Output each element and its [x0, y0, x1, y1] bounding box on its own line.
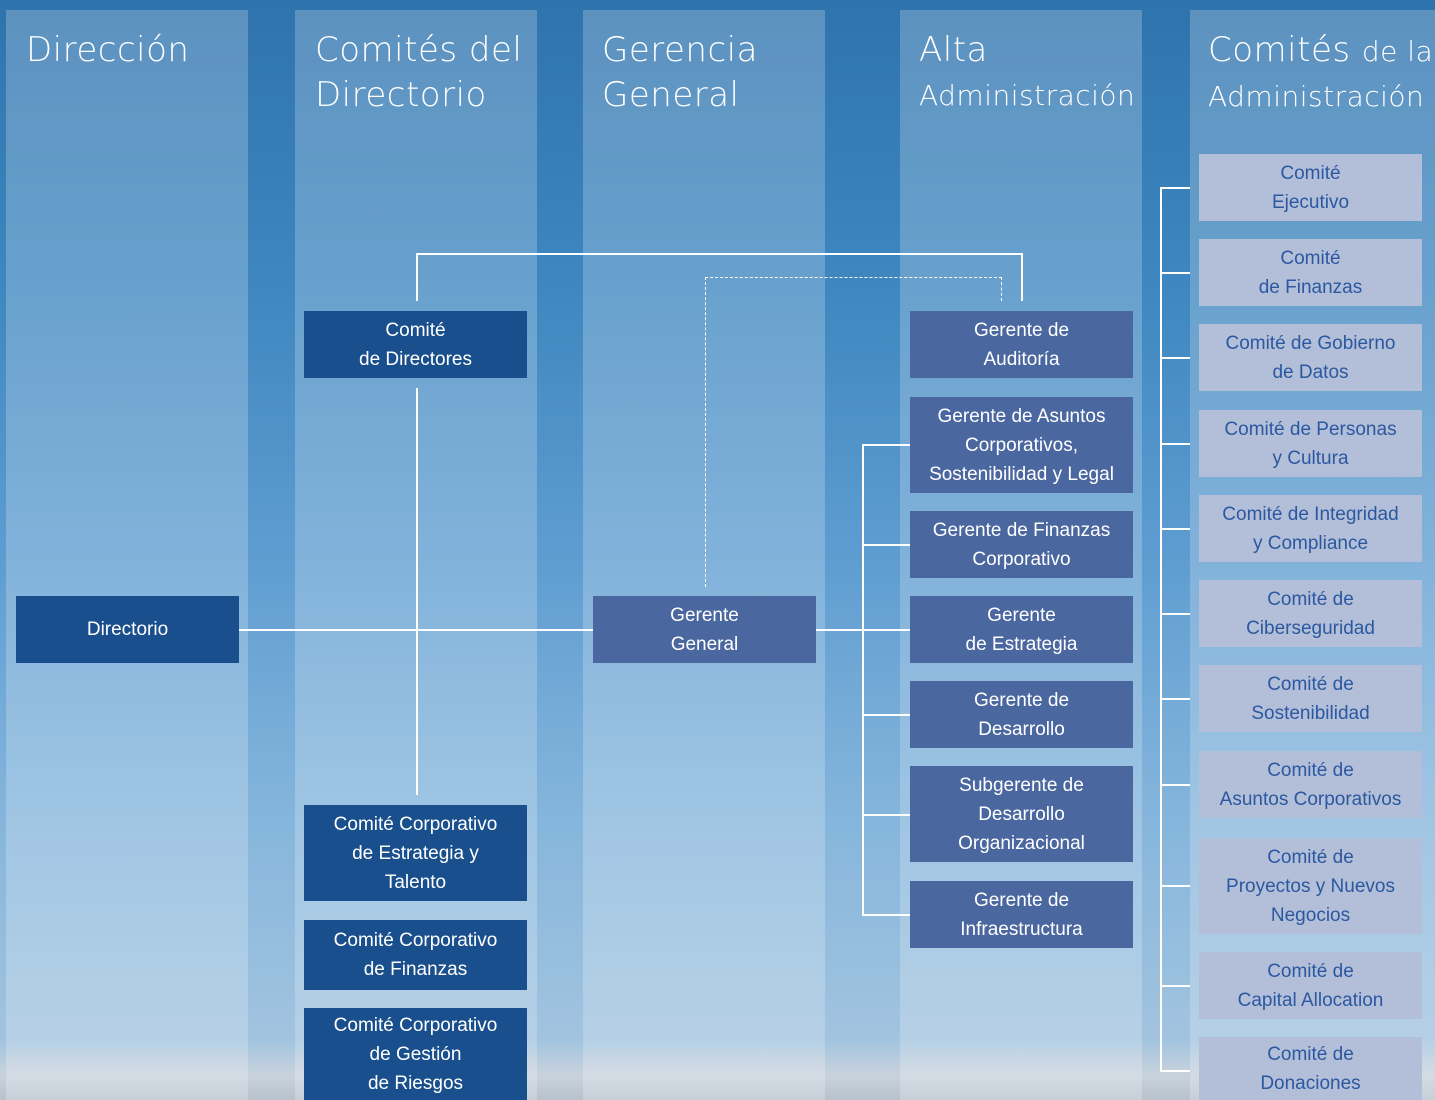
box-comite-asuntos-corporativos: Comité de Asuntos Corporativos: [1199, 751, 1422, 818]
connector-adm-branch: [1160, 187, 1190, 189]
connector-alta-branch: [862, 444, 910, 446]
connector-adm-branch: [1160, 443, 1190, 445]
column-title-gerencia-general: Gerencia General: [602, 28, 758, 118]
box-comite-donaciones: Comité de Donaciones: [1199, 1037, 1422, 1100]
connector-adm-branch: [1160, 272, 1190, 274]
column-direccion: [6, 10, 248, 1100]
column-title-comites-directorio: Comités del Directorio: [315, 28, 522, 118]
connector-top-right: [1021, 253, 1023, 301]
box-comite-finanzas: Comité de Finanzas: [1199, 239, 1422, 306]
box-comite-capital-allocation: Comité de Capital Allocation: [1199, 952, 1422, 1019]
box-gerente-desarrollo: Gerente de Desarrollo: [910, 681, 1133, 748]
connector-alta-branch: [862, 544, 910, 546]
column-title-line: Administración: [1208, 80, 1425, 113]
connector-top-left: [416, 253, 418, 301]
column-title-line: Dirección: [26, 30, 190, 70]
connector-adm-branch: [1160, 357, 1190, 359]
connector-alta-branch: [862, 814, 910, 816]
column-title-line: Comités del: [315, 30, 523, 70]
box-gerente-asuntos-corporativos: Gerente de Asuntos Corporativos, Sosteni…: [910, 397, 1133, 493]
connector-adm-branch: [1160, 613, 1190, 615]
column-title-line: Comités: [1208, 30, 1351, 70]
box-gerente-general: Gerente General: [593, 596, 816, 663]
connector-adm-branch: [1160, 784, 1190, 786]
box-comite-ejecutivo: Comité Ejecutivo: [1199, 154, 1422, 221]
column-title-line: Administración: [919, 79, 1136, 112]
box-gerente-auditoria: Gerente de Auditoría: [910, 311, 1133, 378]
box-comite-integridad-compliance: Comité de Integridad y Compliance: [1199, 495, 1422, 562]
box-gerente-estrategia: Gerente de Estrategia: [910, 596, 1133, 663]
box-subgerente-desarrollo-organizacional: Subgerente de Desarrollo Organizacional: [910, 766, 1133, 862]
column-title-line: Gerencia: [602, 30, 758, 70]
connector-alta-bus: [862, 444, 864, 914]
connector-adm-branch: [1160, 885, 1190, 887]
connector-adm-branch: [1160, 698, 1190, 700]
dashed-connector-horizontal: [705, 277, 1002, 278]
column-title-alta-administracion: Alta Administración: [919, 28, 1135, 118]
connector-comites-vertical: [416, 388, 418, 795]
connector-top: [416, 253, 1022, 255]
box-comite-sostenibilidad: Comité de Sostenibilidad: [1199, 665, 1422, 732]
box-comite-gestion-riesgos: Comité Corporativo de Gestión de Riesgos: [304, 1008, 527, 1100]
box-comite-corporativo-finanzas: Comité Corporativo de Finanzas: [304, 920, 527, 990]
dashed-connector-vertical-right: [1001, 277, 1002, 301]
box-comite-ciberseguridad: Comité de Ciberseguridad: [1199, 580, 1422, 647]
box-comite-proyectos-nuevos-negocios: Comité de Proyectos y Nuevos Negocios: [1199, 838, 1422, 934]
column-gerencia-general: [583, 10, 825, 1100]
dashed-connector-vertical-left: [705, 277, 706, 587]
box-comite-gobierno-datos: Comité de Gobierno de Datos: [1199, 324, 1422, 391]
connector-gerente-bus: [816, 629, 863, 631]
connector-adm-branch: [1160, 985, 1190, 987]
connector-adm-branch: [1160, 528, 1190, 530]
box-directorio: Directorio: [16, 596, 239, 663]
connector-alta-branch: [862, 629, 910, 631]
connector-alta-branch: [862, 914, 910, 916]
column-title-line: Directorio: [315, 75, 487, 115]
box-comite-estrategia-talento: Comité Corporativo de Estrategia y Talen…: [304, 805, 527, 901]
column-title-comites-administracion: Comités de la Administración: [1208, 28, 1433, 119]
column-title-direccion: Dirección: [26, 28, 189, 73]
box-comite-directores: Comité de Directores: [304, 311, 527, 378]
column-title-line: Alta: [919, 30, 988, 70]
box-gerente-finanzas: Gerente de Finanzas Corporativo: [910, 511, 1133, 578]
ground-background: [0, 1040, 1435, 1100]
column-title-line: General: [602, 75, 740, 115]
box-gerente-infraestructura: Gerente de Infraestructura: [910, 881, 1133, 948]
column-title-small: de la: [1361, 35, 1434, 68]
box-comite-personas-cultura: Comité de Personas y Cultura: [1199, 410, 1422, 477]
connector-alta-branch: [862, 714, 910, 716]
connector-comites-adm-bus: [1160, 187, 1162, 1072]
connector-adm-branch: [1160, 1070, 1190, 1072]
